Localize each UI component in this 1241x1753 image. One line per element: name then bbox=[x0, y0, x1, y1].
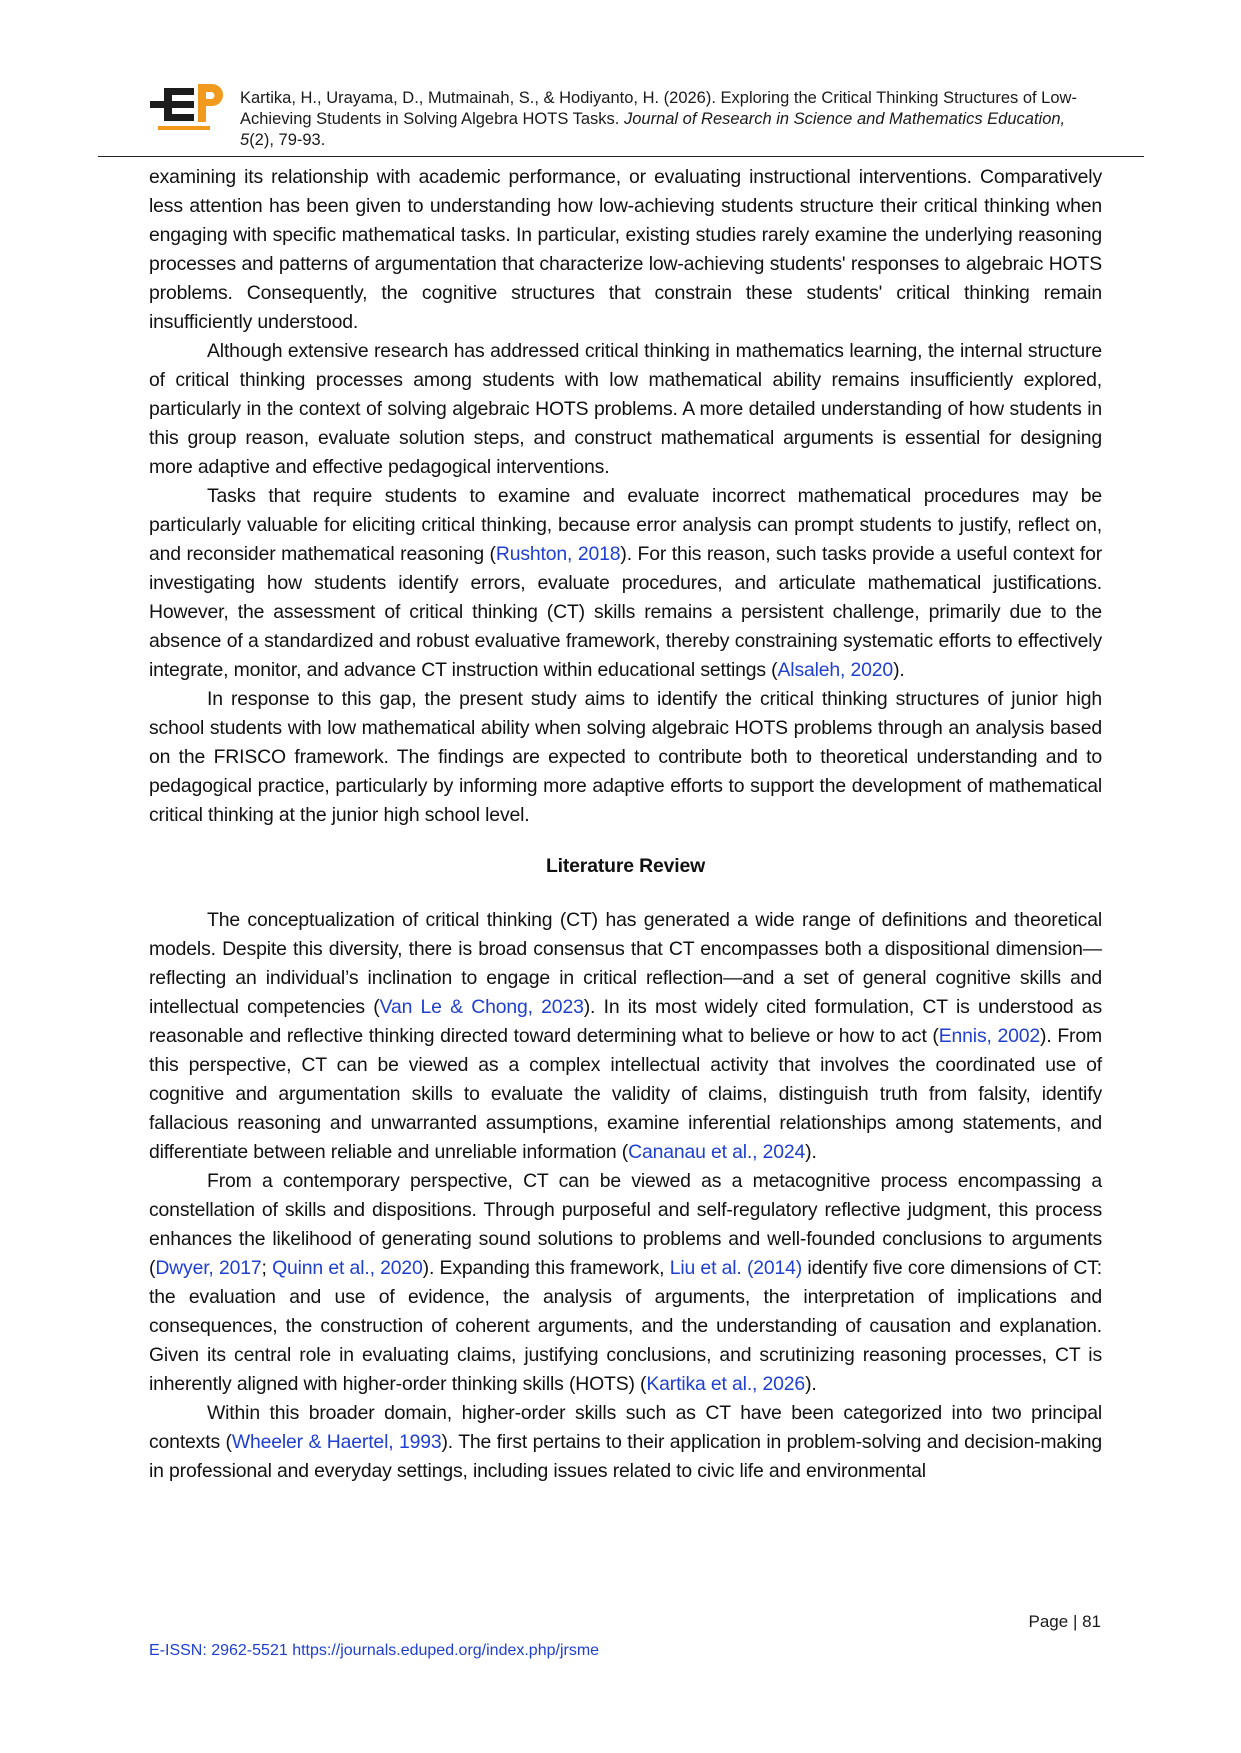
footer-issn: E-ISSN: 2962-5521 https://journals.edupe… bbox=[149, 1642, 599, 1660]
paragraph-text: ). bbox=[805, 1373, 817, 1395]
citation-header: Kartika, H., Urayama, D., Mutmainah, S.,… bbox=[240, 89, 1077, 149]
paragraph-text: examining its relationship with academic… bbox=[149, 166, 1102, 333]
paragraph-p1: examining its relationship with academic… bbox=[149, 163, 1102, 337]
paragraph-text: ). The first pertains to their applicati… bbox=[149, 1431, 1102, 1482]
paragraph-text: ). bbox=[893, 659, 905, 681]
page-header: Kartika, H., Urayama, D., Mutmainah, S.,… bbox=[148, 80, 1108, 152]
eduped-logo bbox=[150, 84, 223, 130]
paragraph-text: ). For this reason, such tasks provide a… bbox=[149, 543, 1103, 681]
citation-link[interactable]: Rushton, 2018 bbox=[495, 543, 621, 565]
citation-link[interactable]: Alsaleh, 2020 bbox=[777, 659, 894, 681]
paragraph-p3: Tasks that require students to examine a… bbox=[149, 482, 1102, 685]
paragraph-p5: The conceptualization of critical thinki… bbox=[149, 906, 1102, 1167]
citation-link[interactable]: Wheeler & Haertel, 1993 bbox=[231, 1431, 442, 1453]
paragraph-text: ; bbox=[261, 1257, 273, 1279]
citation-link[interactable]: Kartika et al., 2026 bbox=[646, 1373, 806, 1395]
paragraph-text: ). From this perspective, CT can be view… bbox=[149, 1025, 1102, 1163]
paragraph-p6: From a contemporary perspective, CT can … bbox=[149, 1167, 1102, 1399]
paragraph-text: ). bbox=[805, 1141, 817, 1163]
paragraph-p4: In response to this gap, the present stu… bbox=[149, 685, 1102, 830]
page-number: Page | 81 bbox=[1028, 1612, 1101, 1631]
citation-link[interactable]: Ennis, 2002 bbox=[938, 1025, 1041, 1047]
paragraph-text: identify five core dimensions of CT: the… bbox=[149, 1257, 1102, 1395]
paragraph-text: ). In its most widely cited formulation,… bbox=[149, 996, 1102, 1047]
paragraph-text: Within this broader domain, higher-order… bbox=[149, 1402, 1102, 1453]
header-divider bbox=[98, 156, 1144, 157]
citation-link[interactable]: Van Le & Chong, 2023 bbox=[379, 996, 584, 1018]
paragraph-text: Literature Review bbox=[545, 855, 706, 877]
section-heading: Literature Review bbox=[149, 852, 1102, 881]
article-body: examining its relationship with academic… bbox=[149, 163, 1102, 1486]
citation-link[interactable]: Quinn et al., 2020 bbox=[272, 1257, 423, 1279]
citation-link[interactable]: Cananau et al., 2024 bbox=[628, 1141, 806, 1163]
citation-link[interactable]: Dwyer, 2017 bbox=[155, 1257, 262, 1279]
paragraph-p7: Within this broader domain, higher-order… bbox=[149, 1399, 1102, 1486]
paragraph-text: Tasks that require students to examine a… bbox=[149, 485, 1102, 565]
paragraph-text: Although extensive research has addresse… bbox=[149, 340, 1102, 478]
paragraph-text: From a contemporary perspective, CT can … bbox=[149, 1170, 1102, 1279]
paragraph-text: The conceptualization of critical thinki… bbox=[149, 909, 1102, 1018]
paragraph-text: ). Expanding this framework, bbox=[422, 1257, 670, 1279]
paragraph-p2: Although extensive research has addresse… bbox=[149, 337, 1102, 482]
issn-label: E-ISSN: 2962-5521 bbox=[149, 1642, 288, 1659]
paragraph-text: In response to this gap, the present stu… bbox=[149, 688, 1102, 826]
citation-link[interactable]: Liu et al. (2014) bbox=[669, 1257, 803, 1279]
journal-link[interactable]: https://journals.eduped.org/index.php/jr… bbox=[292, 1642, 600, 1659]
